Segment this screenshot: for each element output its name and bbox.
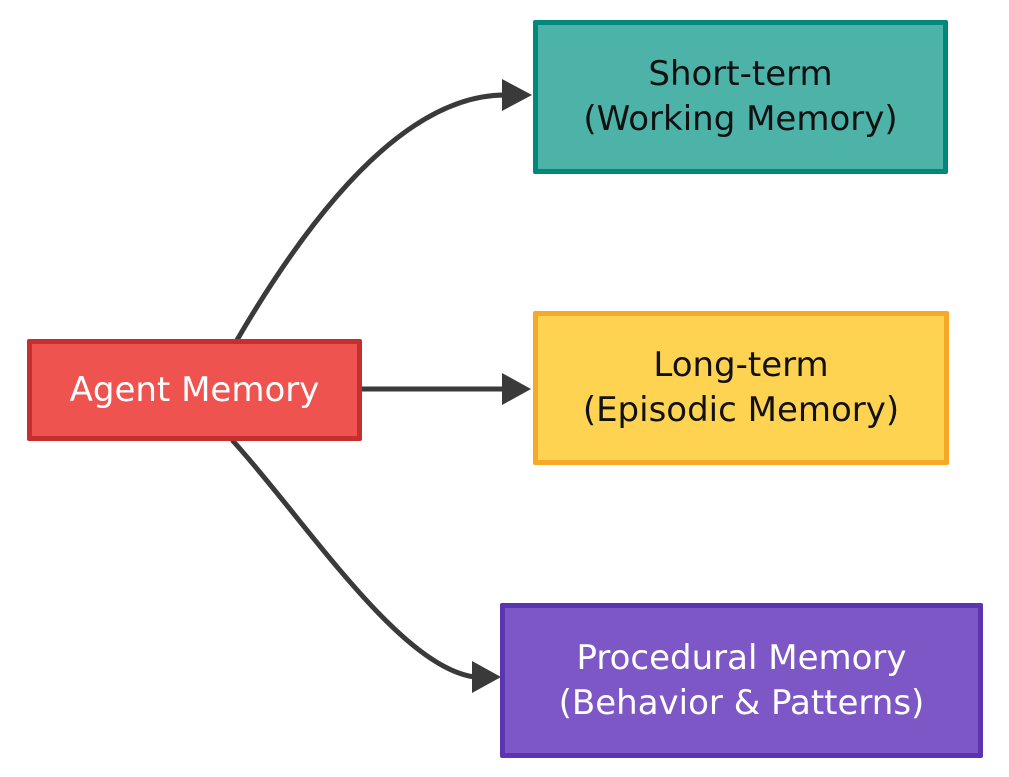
arrowhead-procedural <box>472 661 501 693</box>
node-procedural-memory: Procedural Memory (Behavior & Patterns) <box>500 603 983 758</box>
node-long-term: Long-term (Episodic Memory) <box>533 311 949 465</box>
node-short-term-label-line1: Short-term <box>648 54 833 95</box>
node-agent-memory: Agent Memory <box>27 339 362 441</box>
node-agent-memory-label: Agent Memory <box>69 369 320 410</box>
arrowhead-short-term <box>502 79 532 111</box>
node-short-term: Short-term (Working Memory) <box>533 20 948 174</box>
node-procedural-memory-label-line1: Procedural Memory <box>576 637 907 678</box>
node-short-term-label-line2: (Working Memory) <box>583 99 898 139</box>
node-procedural-memory-label-line2: (Behavior & Patterns) <box>558 682 925 723</box>
node-long-term-label-line1: Long-term <box>653 345 829 386</box>
edge-agent-to-procedural <box>230 438 478 680</box>
node-long-term-label-line2: (Episodic Memory) <box>582 390 900 430</box>
edge-agent-to-short-term <box>234 92 508 343</box>
arrowhead-long-term <box>502 373 531 405</box>
